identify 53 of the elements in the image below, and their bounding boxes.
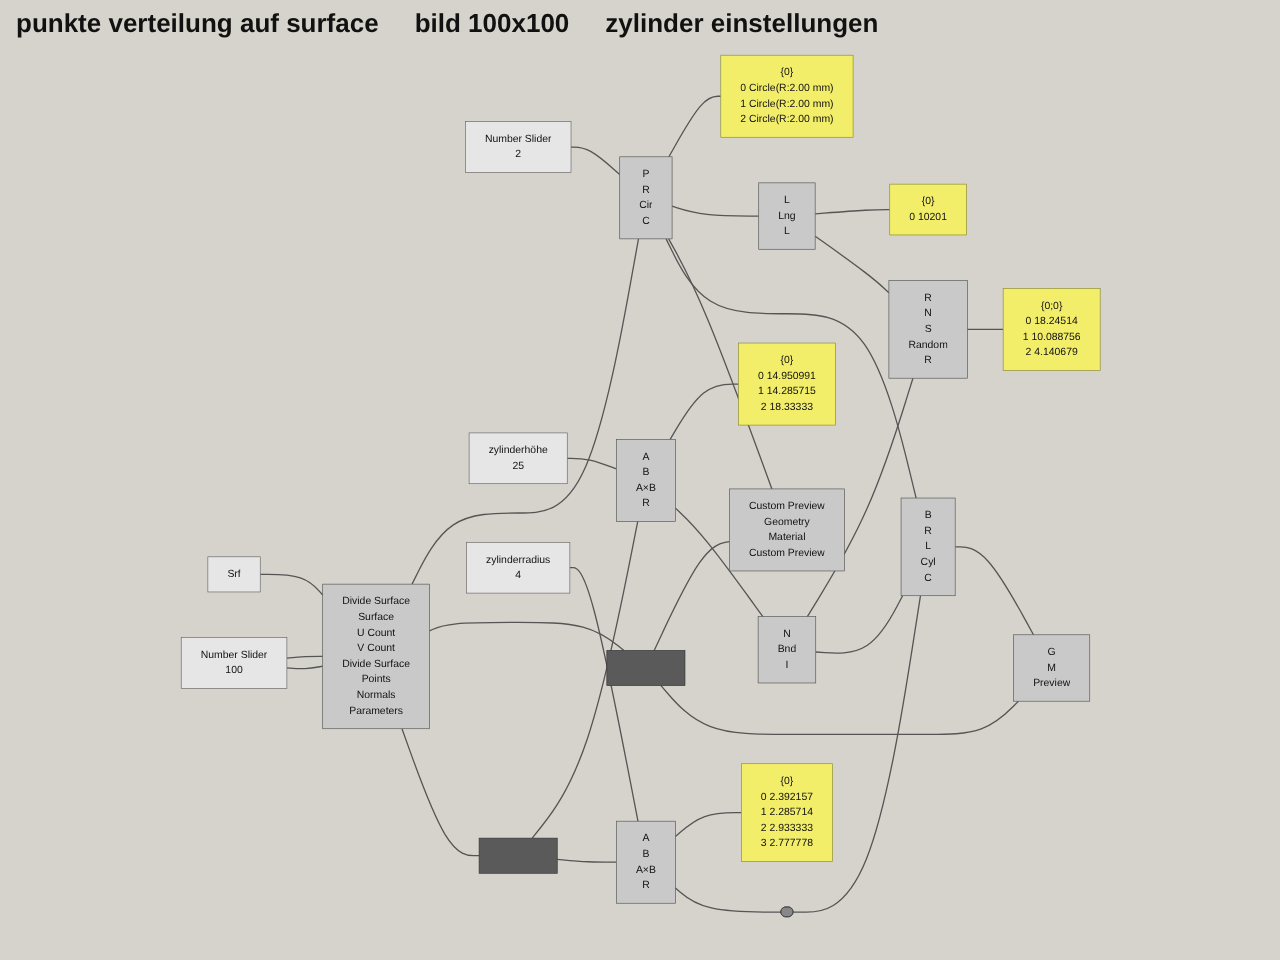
node-box bbox=[478, 837, 557, 874]
canvas-note: zylinder einstellungen bbox=[605, 8, 879, 38]
node-box bbox=[180, 637, 287, 689]
connector bbox=[674, 811, 742, 838]
connector bbox=[674, 507, 763, 618]
connector bbox=[813, 208, 890, 215]
node-box bbox=[719, 54, 853, 138]
connector bbox=[670, 205, 759, 217]
node-box bbox=[321, 583, 430, 730]
node-box bbox=[757, 616, 816, 684]
node-box bbox=[206, 556, 260, 593]
connector bbox=[285, 655, 323, 659]
connector bbox=[806, 377, 913, 618]
connector bbox=[966, 328, 1004, 330]
canvas-note: punkte verteilung auf surface bbox=[16, 8, 379, 38]
connector bbox=[792, 595, 921, 913]
connector bbox=[568, 567, 638, 822]
connector bbox=[569, 146, 620, 176]
connector bbox=[668, 383, 739, 441]
node-box bbox=[900, 497, 955, 597]
node-box bbox=[757, 182, 815, 250]
connector bbox=[667, 95, 721, 158]
connector bbox=[285, 665, 323, 670]
node-box bbox=[618, 156, 672, 240]
node-box bbox=[605, 650, 685, 686]
connector bbox=[428, 621, 624, 652]
node-box bbox=[468, 432, 567, 485]
connector bbox=[258, 573, 323, 596]
connector bbox=[652, 540, 730, 652]
node-box bbox=[728, 488, 844, 572]
node-box bbox=[887, 280, 967, 379]
connector bbox=[667, 238, 772, 490]
connector bbox=[565, 457, 617, 470]
connector bbox=[400, 728, 480, 857]
connector bbox=[555, 858, 617, 863]
connector bbox=[664, 238, 917, 499]
connector bbox=[674, 887, 782, 913]
node-box bbox=[737, 342, 836, 426]
canvas-note: bild 100x100 bbox=[414, 8, 570, 38]
node-box bbox=[615, 820, 676, 904]
node-box bbox=[464, 121, 571, 173]
connector bbox=[410, 238, 639, 585]
connector bbox=[814, 595, 903, 654]
node-box bbox=[888, 183, 967, 236]
node-box bbox=[615, 439, 676, 522]
connector bbox=[659, 684, 1019, 736]
connector bbox=[953, 546, 1034, 636]
connector bbox=[530, 520, 638, 839]
node-box bbox=[1012, 634, 1090, 702]
node-box bbox=[465, 542, 570, 594]
connector bbox=[813, 235, 889, 294]
node-box bbox=[1002, 288, 1100, 371]
node-box bbox=[740, 763, 833, 862]
